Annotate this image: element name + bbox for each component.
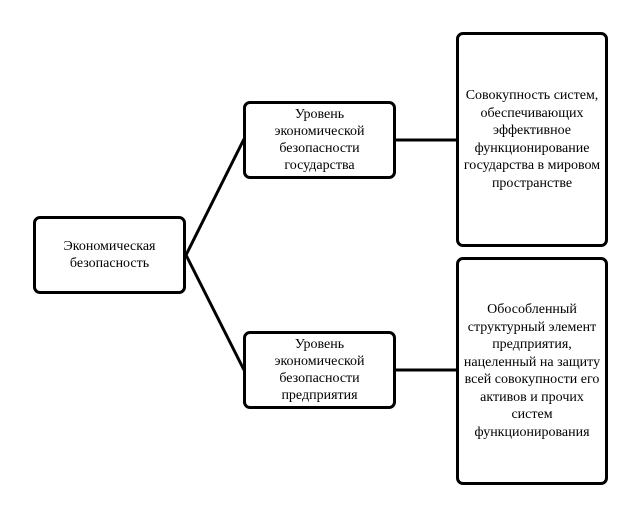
enterprise-level-node: Уровень экономической безопасности предп… [243,331,396,409]
state-level-node: Уровень экономической безопасности госуд… [243,101,396,179]
connector-root-to-enterprise [184,254,246,371]
enterprise-definition-node: Обособленный структурный элемент предпри… [456,257,608,485]
root-node-label: Экономическая безопасность [63,239,156,271]
state-definition-node: Совокупность систем, обеспечивающих эффе… [456,32,608,247]
state-level-label: Уровень экономической безопасности госуд… [274,107,365,173]
connector-root-to-state [184,138,246,256]
enterprise-level-label: Уровень экономической безопасности предп… [274,337,365,403]
root-node: Экономическая безопасность [33,216,186,294]
state-definition-text: Совокупность систем, обеспечивающих эффе… [463,88,601,191]
enterprise-definition-text: Обособленный структурный элемент предпри… [463,302,601,440]
